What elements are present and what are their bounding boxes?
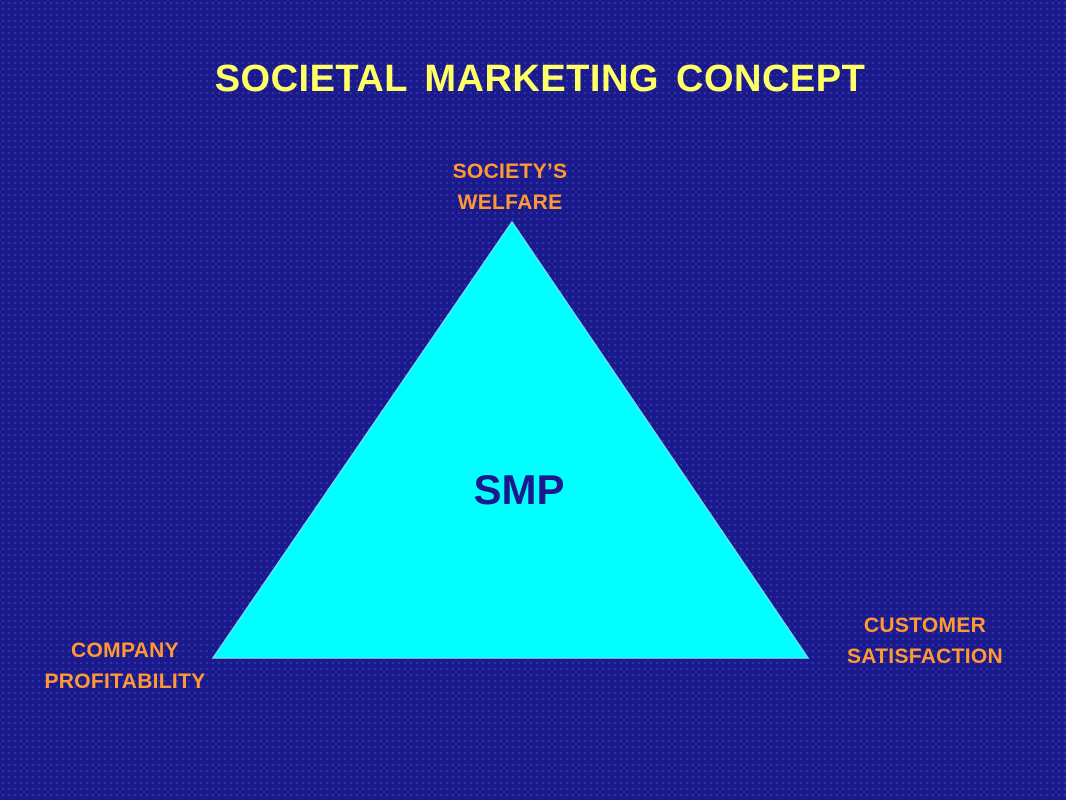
center-label: SMP [473,466,564,513]
vertex-label-societys-welfare: SOCIETY’S WELFARE [390,156,630,218]
vertex-label-line: CUSTOMER [863,614,987,637]
vertex-label-line: PROFITABILITY [44,670,206,693]
vertex-label-line: WELFARE [457,191,563,214]
smp-triangle [211,220,810,659]
slide-title: SOCIETAL MARKETING CONCEPT [214,58,866,100]
vertex-label-line: SOCIETY’S [452,160,568,183]
vertex-label-line: COMPANY [71,639,179,662]
vertex-label-customer-satisfaction: CUSTOMER SATISFACTION [805,610,1045,672]
vertex-label-company-profitability: COMPANY PROFITABILITY [10,635,240,697]
vertex-label-line: SATISFACTION [846,645,1004,668]
